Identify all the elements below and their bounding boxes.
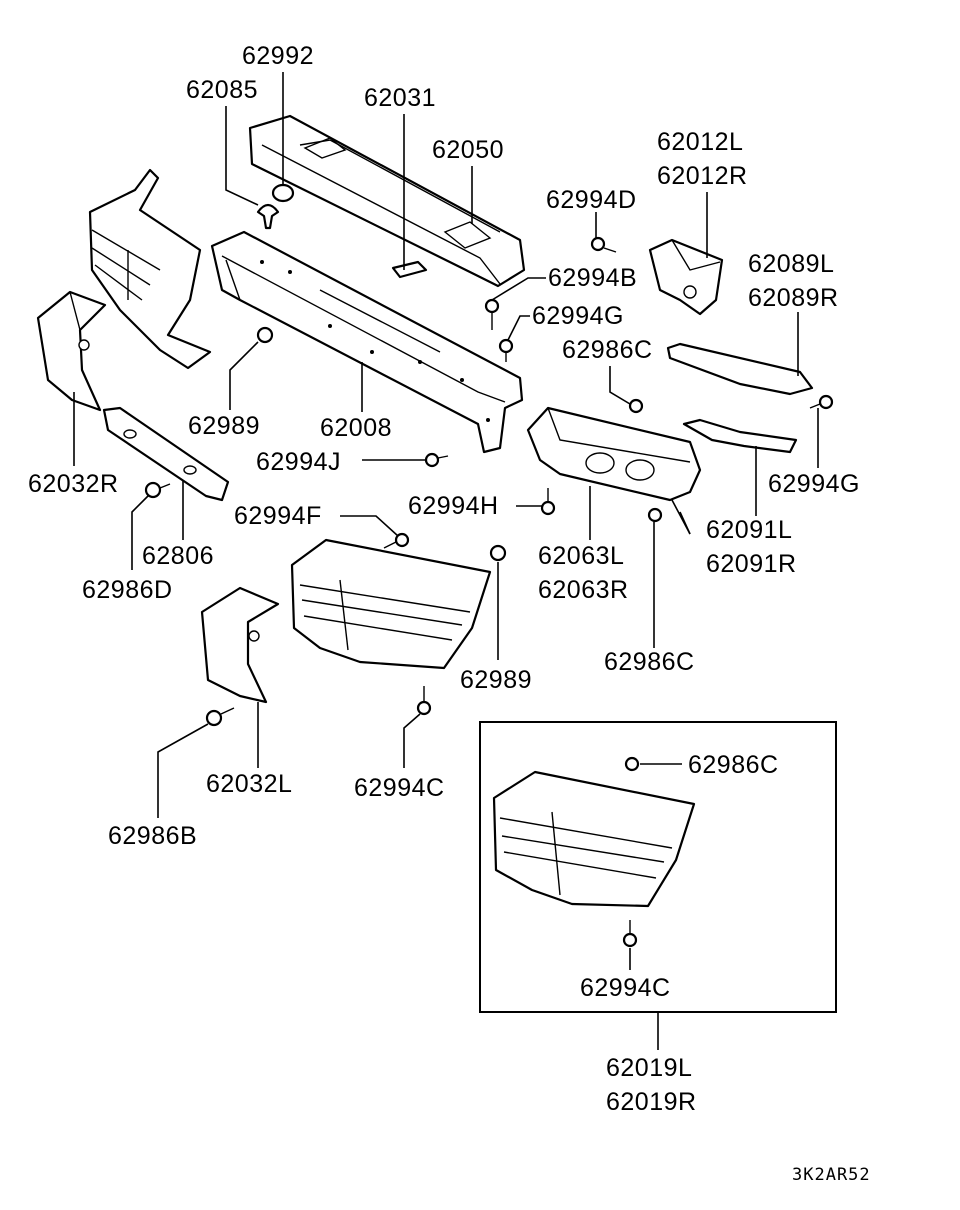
label-62012L: 62012L [657,128,743,156]
label-62994D: 62994D [546,186,637,214]
bumper-stay-62063 [526,406,702,502]
bumper-side-upper-right [88,168,212,370]
rivet-62085 [256,203,280,230]
label-62032R: 62032R [28,470,119,498]
rivet-62989-a [256,326,274,344]
label-62012R: 62012R [657,162,748,190]
bracket-62012 [648,238,724,316]
nut-62986C-b [647,507,663,523]
bolt-62994H [540,488,556,516]
license-bracket-plate [102,406,230,502]
nut-62986C-a [628,398,644,414]
bracket-strip-62089 [666,342,814,396]
bumper-face-lower [290,538,492,670]
label-62089R: 62089R [748,284,839,312]
leader-lines [73,72,819,1050]
label-62986C-a: 62986C [562,336,653,364]
label-62994F: 62994F [234,502,322,530]
label-62031: 62031 [364,84,436,112]
bolt-62994C-b [622,920,638,948]
label-62994H: 62994H [408,492,499,520]
label-62986B: 62986B [108,822,197,850]
bolt-62994B [484,298,500,330]
bumper-reinforcement [210,230,524,454]
label-62989-b: 62989 [460,666,532,694]
bolt-62994D [590,236,617,253]
inset-box [479,721,837,1013]
label-62089L: 62089L [748,250,834,278]
label-62994G-a: 62994G [532,302,624,330]
label-62986D: 62986D [82,576,173,604]
rivet-62989-b [489,544,507,562]
label-62994B: 62994B [548,264,637,292]
side-cover-right [36,290,107,412]
side-cover-left [200,586,280,704]
bolt-62994G-b [809,394,834,410]
label-62085: 62085 [186,76,258,104]
bolt-62994G-a [498,338,514,362]
label-62008: 62008 [320,414,392,442]
label-62994C-a: 62994C [354,774,445,802]
part-labels: 62992 62085 62031 62050 62012L 62012R 62… [28,42,871,1185]
bolt-62986B [205,707,235,727]
label-62063R: 62063R [538,576,629,604]
label-plate [391,260,428,279]
bolt-62994C-a [416,686,432,716]
label-62994J: 62994J [256,448,341,476]
label-62091R: 62091R [706,550,797,578]
clip-62992 [271,183,295,203]
label-62032L: 62032L [206,770,292,798]
label-62994C-b: 62994C [580,974,671,1002]
label-62986C-c: 62986C [688,751,779,779]
label-62091L: 62091L [706,516,792,544]
drawing-code: 3K2AR52 [792,1165,871,1185]
label-62994G-b: 62994G [768,470,860,498]
label-62050: 62050 [432,136,504,164]
bolt-62994J [424,452,449,468]
label-62989-a: 62989 [188,412,260,440]
label-62992: 62992 [242,42,314,70]
label-62986C-b: 62986C [604,648,695,676]
bolt-62994F [383,532,410,549]
label-62806: 62806 [142,542,214,570]
bolt-62986D [144,481,171,499]
label-62063L: 62063L [538,542,624,570]
strip-62091 [682,418,798,454]
nut-62986C-c [624,756,640,772]
label-62019L: 62019L [606,1054,692,1082]
bumper-top-cover [248,114,526,288]
label-62019R: 62019R [606,1088,697,1116]
